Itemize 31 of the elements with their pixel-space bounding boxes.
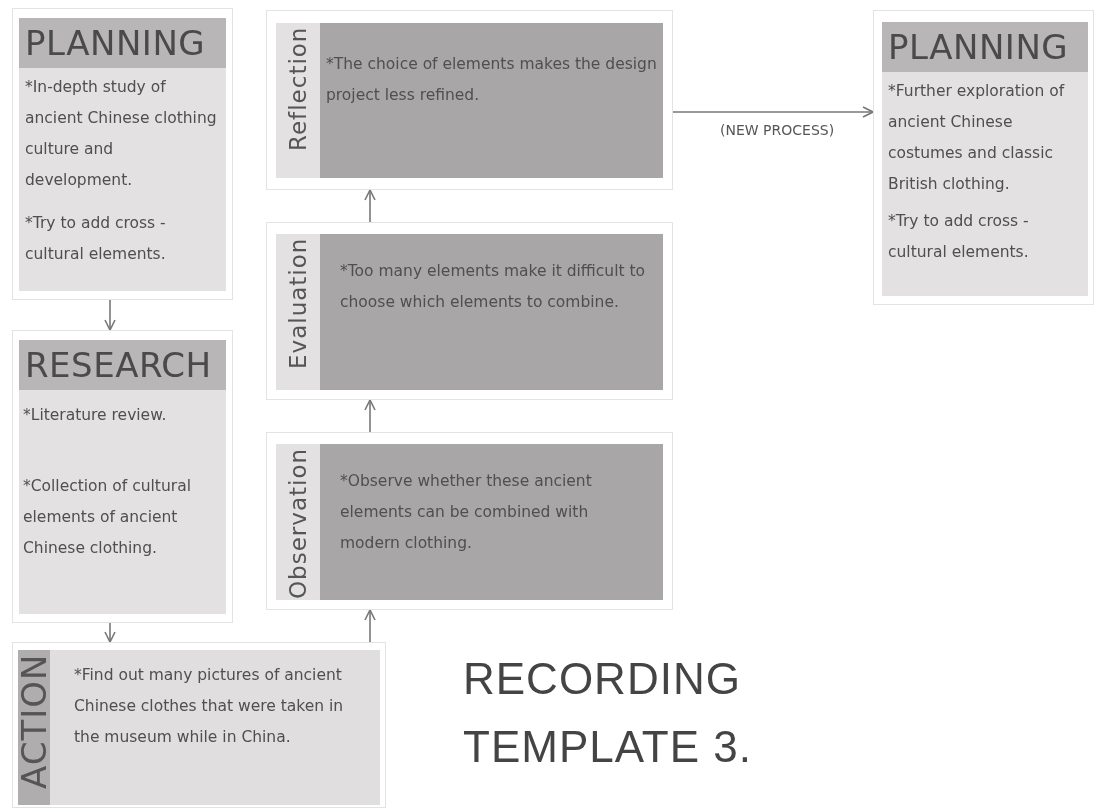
- arrow: [104, 622, 116, 643]
- arrow: [104, 299, 116, 331]
- heading: PLANNING: [19, 18, 226, 68]
- arrow: [364, 609, 376, 643]
- arrow: [364, 189, 376, 223]
- process-box: [266, 222, 673, 400]
- body-text: *Collection of cultural elements of ancient Chinese clothing.: [23, 476, 192, 559]
- heading: RESEARCH: [19, 340, 226, 390]
- side-heading: Evaluation: [276, 234, 320, 390]
- body-text: *Try to add cross -cultural elements.: [25, 213, 167, 265]
- body-text: *Further exploration of ancient Chinese costumes and classic British clothing.: [888, 81, 1066, 195]
- side-heading: Reflection: [276, 23, 320, 178]
- body-text: *Try to add cross -cultural elements.: [888, 211, 1030, 263]
- process-box: [266, 10, 673, 190]
- process-box: [12, 8, 233, 300]
- side-heading: ACTION: [18, 650, 50, 805]
- arrow: [364, 399, 376, 433]
- process-box: [12, 330, 233, 623]
- title: RECORDING TEMPLATE 3.: [463, 653, 753, 773]
- process-box: [873, 10, 1094, 305]
- process-box: [12, 642, 386, 808]
- body-text: *In-depth study of ancient Chinese clothing culture and development.: [25, 77, 218, 191]
- body-text: *Observe whether these ancient elements can be combined with modern clothing.: [340, 471, 593, 554]
- body-text: *Find out many pictures of ancient Chinese clothes that were taken in the museum while in China.: [74, 665, 345, 748]
- body-text: *The choice of elements makes the design project less refined.: [326, 54, 658, 106]
- body-text: *Literature review.: [23, 405, 168, 426]
- process-box: [266, 432, 673, 610]
- body-text: *Too many elements make it difficult to choose which elements to combine.: [340, 261, 647, 313]
- side-heading: Observation: [276, 444, 320, 600]
- heading: PLANNING: [882, 22, 1088, 72]
- arrow: [672, 106, 874, 118]
